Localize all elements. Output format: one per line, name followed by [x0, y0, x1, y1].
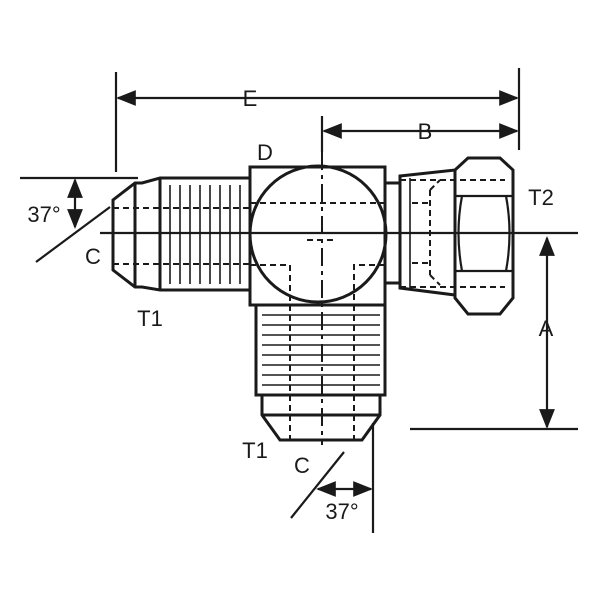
label-d: D [257, 140, 273, 165]
label-c-bottom: C [294, 453, 310, 478]
hex-nut-chamfer-right [504, 195, 511, 272]
label-37-left: 37° [27, 202, 60, 227]
hex-nut-chamfer-left [457, 195, 464, 272]
left-end-threads [169, 185, 241, 284]
label-t2: T2 [528, 185, 554, 210]
right-swivel-end: T2 [383, 156, 554, 316]
dimension-b: B [320, 116, 519, 152]
right-end-hidden-seat-chamfer-bottom [429, 274, 441, 286]
hidden-bore-lower-left [250, 264, 291, 305]
bottom-flare-end: T1 [242, 305, 387, 463]
label-b: B [418, 119, 433, 144]
left-flare-end: T1 [111, 176, 250, 331]
left-end-outline [111, 176, 250, 292]
label-t1-left: T1 [137, 306, 163, 331]
hidden-bore-lower-right [353, 264, 385, 305]
label-t1-bottom: T1 [242, 438, 268, 463]
label-c-left: C [85, 244, 101, 269]
tee-body: D [248, 140, 388, 445]
bottom-angle-callout: C 37° [290, 423, 375, 533]
label-37-bottom: 37° [325, 499, 358, 524]
dimension-e: E [114, 68, 521, 172]
left-angle-callout: 37° C [20, 176, 138, 269]
left-angle-flare-line [35, 206, 111, 263]
label-a: A [539, 316, 554, 341]
label-e: E [243, 86, 258, 111]
bottom-end-threads [262, 314, 380, 386]
right-end-hidden-seat-chamfer-top [429, 179, 441, 191]
dimension-a: A [410, 236, 578, 431]
right-end-hex-nut [453, 156, 515, 316]
